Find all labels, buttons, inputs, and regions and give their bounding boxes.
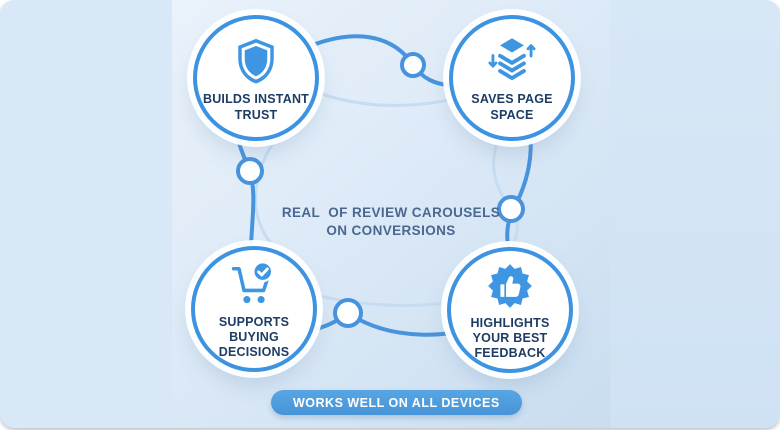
bubble-builds-instant-trust: BUILDS INSTANT TRUST (193, 15, 319, 141)
junction-node-left (236, 157, 264, 185)
bubble-label: SAVES PAGE SPACE (471, 92, 553, 122)
shield-icon (230, 35, 282, 87)
bubble-saves-page-space: SAVES PAGE SPACE (449, 15, 575, 141)
junction-node-right (497, 195, 525, 223)
layers-compress-icon (486, 35, 538, 87)
cart-check-icon (229, 260, 279, 310)
center-caption: REAL OF REVIEW CAROUSELS ON CONVERSIONS (281, 205, 501, 239)
thumbs-up-badge-icon (485, 261, 535, 311)
bubble-label: BUILDS INSTANT TRUST (202, 92, 310, 122)
curve-junction-nodes (236, 52, 525, 328)
works-well-all-devices-button[interactable]: WORKS WELL ON ALL DEVICES (271, 390, 522, 415)
left-background-panel (0, 0, 172, 428)
bubble-highlights-best-feedback: HIGHLIGHTS YOUR BEST FEEDBACK (447, 247, 573, 373)
bubble-supports-buying-decisions: SUPPORTS BUYING DECISIONS (191, 246, 317, 372)
junction-node-top (400, 52, 426, 78)
bubble-label: SUPPORTS BUYING DECISIONS (218, 314, 290, 360)
junction-node-bottom (333, 298, 363, 328)
right-background-panel (610, 0, 780, 428)
bubble-label: HIGHLIGHTS YOUR BEST FEEDBACK (470, 315, 550, 361)
